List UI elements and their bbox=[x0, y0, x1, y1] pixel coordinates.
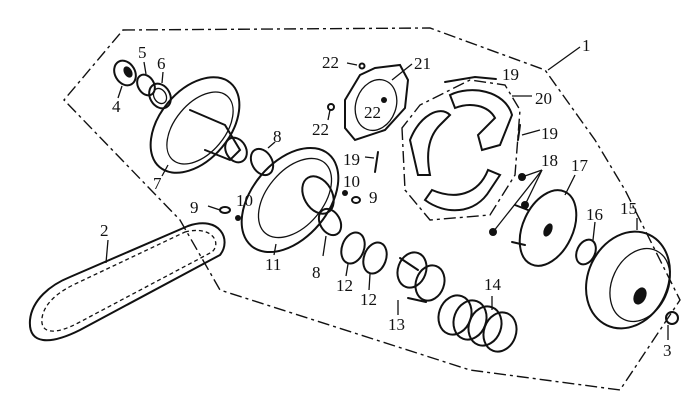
callout-19-top: 19 bbox=[502, 65, 519, 84]
callout-2: 2 bbox=[100, 221, 109, 240]
clutch-outer-part bbox=[585, 230, 671, 330]
fixed-driven-face-part bbox=[149, 76, 248, 174]
callout-15: 15 bbox=[620, 199, 637, 218]
callout-11: 11 bbox=[265, 255, 282, 274]
callout-17: 17 bbox=[571, 156, 588, 175]
callout-22-left: 22 bbox=[312, 120, 329, 139]
callout-10-left: 10 bbox=[236, 191, 253, 210]
callout-12-right: 12 bbox=[360, 290, 377, 309]
needle-bearing-part bbox=[113, 59, 137, 87]
callout-10-right: 10 bbox=[343, 172, 360, 191]
callout-3: 3 bbox=[663, 341, 672, 360]
callout-6: 6 bbox=[157, 54, 166, 73]
callout-4: 4 bbox=[112, 97, 121, 116]
callout-9-right: 9 bbox=[369, 188, 378, 207]
assembly-outline bbox=[63, 27, 681, 391]
callout-8-lower: 8 bbox=[312, 263, 321, 282]
callout-16: 16 bbox=[586, 205, 603, 224]
callout-1: 1 bbox=[582, 36, 591, 55]
spring-seat-plate-part bbox=[344, 63, 410, 142]
callout-13: 13 bbox=[388, 315, 405, 334]
callout-22-center: 22 bbox=[364, 103, 381, 122]
callout-18: 18 bbox=[541, 151, 558, 170]
callout-19-right: 19 bbox=[541, 124, 558, 143]
callout-21: 21 bbox=[414, 54, 431, 73]
carrier-plate-part bbox=[511, 189, 578, 267]
callout-20: 20 bbox=[535, 89, 552, 108]
callout-7: 7 bbox=[153, 174, 162, 193]
callout-19-left: 19 bbox=[343, 150, 360, 169]
callout-5: 5 bbox=[138, 43, 147, 62]
drive-belt-part bbox=[28, 222, 226, 342]
spring-part bbox=[437, 294, 518, 353]
clutch-shoes-part bbox=[401, 79, 521, 221]
callout-8-upper: 8 bbox=[273, 127, 282, 146]
callout-14: 14 bbox=[484, 275, 501, 294]
callout-22-top: 22 bbox=[322, 53, 339, 72]
callout-9-left: 9 bbox=[190, 198, 199, 217]
callout-12-left: 12 bbox=[336, 276, 353, 295]
movable-driven-face-part bbox=[240, 146, 340, 254]
seal-collar-part bbox=[396, 251, 446, 303]
